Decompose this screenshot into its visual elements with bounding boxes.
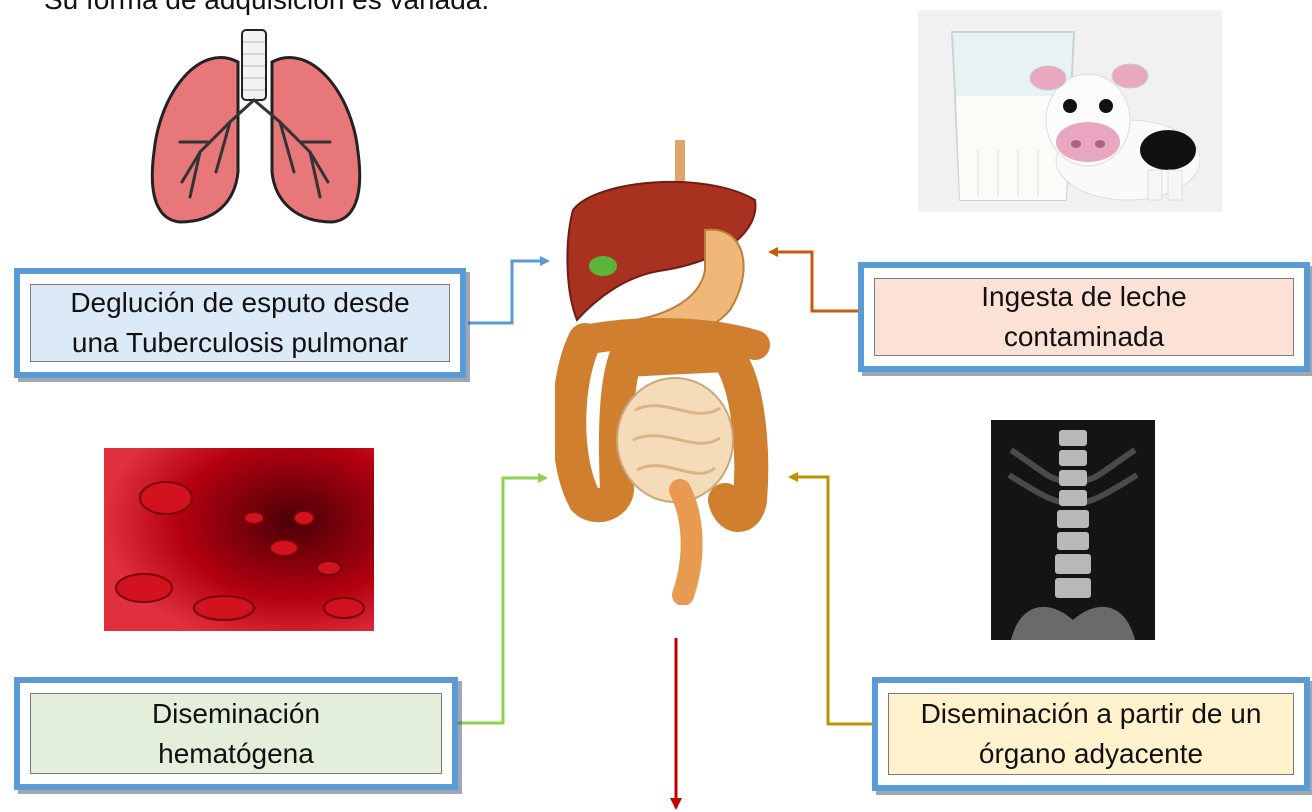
box-sputum-text: Deglución de esputo desde una Tuberculos… [30,284,450,362]
box-blood: Diseminación hematógena [14,677,458,790]
box-organ-text: Diseminación a partir de un órgano adyac… [888,693,1294,775]
box-milk-line-1: Ingesta de leche [981,277,1187,317]
arrow-blood [458,478,546,723]
box-organ: Diseminación a partir de un órgano adyac… [872,677,1310,791]
box-organ-line-1: Diseminación a partir de un [921,694,1262,734]
arrow-milk [770,252,858,311]
arrow-sputum [468,261,548,323]
box-milk-text: Ingesta de leche contaminada [874,278,1294,356]
box-milk-line-2: contaminada [981,317,1187,357]
box-blood-text: Diseminación hematógena [30,693,442,774]
box-blood-line-2: hematógena [152,734,320,774]
box-sputum-line-2: una Tuberculosis pulmonar [70,323,409,363]
box-milk: Ingesta de leche contaminada [858,262,1310,372]
arrow-organ [790,477,872,724]
box-sputum: Deglución de esputo desde una Tuberculos… [14,268,466,378]
box-blood-line-1: Diseminación [152,694,320,734]
box-sputum-line-1: Deglución de esputo desde [70,283,409,323]
box-organ-line-2: órgano adyacente [921,734,1262,774]
